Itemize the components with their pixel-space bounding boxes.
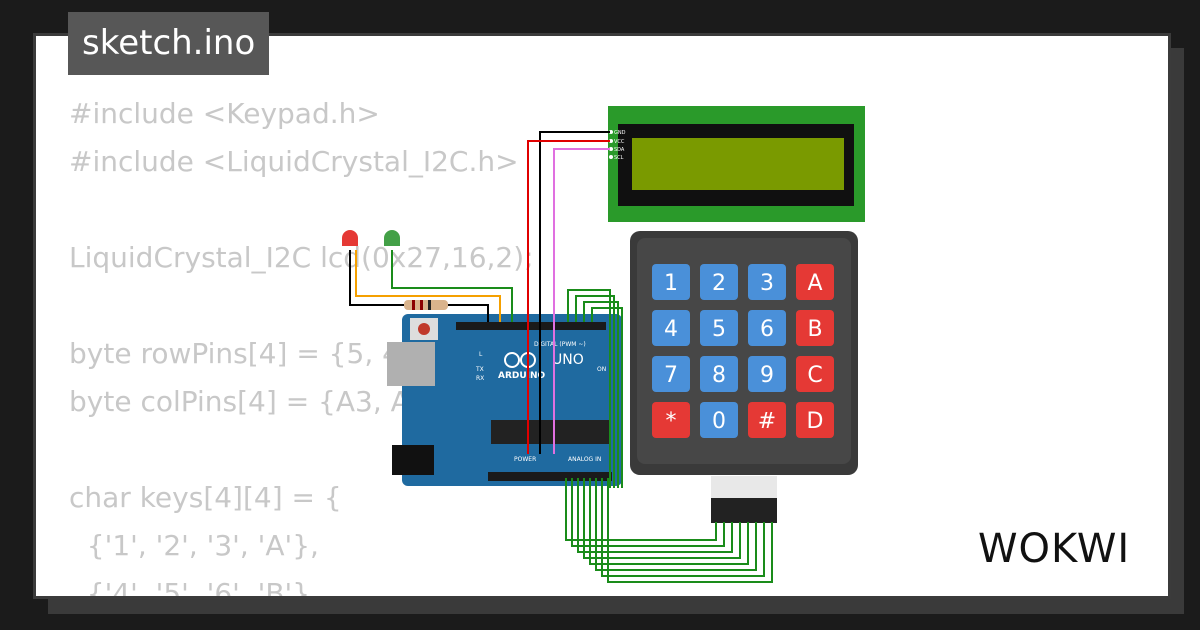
keypad-key[interactable] <box>748 310 786 346</box>
keypad-wire <box>589 478 749 565</box>
keypad-key-label: 1 <box>664 271 678 296</box>
keypad-key-label: B <box>807 317 822 342</box>
power-header-label: POWER <box>514 456 536 463</box>
keypad-key[interactable] <box>700 356 738 392</box>
wires <box>349 131 773 583</box>
keypad-key-label: 6 <box>760 317 774 342</box>
red-led[interactable] <box>342 230 358 246</box>
lcd-pin-gnd: GND <box>614 130 626 136</box>
code-line: {'4', '5', '6', 'B'}, <box>69 577 319 599</box>
keypad-key[interactable] <box>748 402 786 438</box>
keypad-row-wire <box>567 289 611 488</box>
keypad-key-label: # <box>758 409 776 434</box>
keypad-key[interactable] <box>748 264 786 300</box>
keypad-key[interactable] <box>652 356 690 392</box>
analog-header-label: ANALOG IN <box>568 456 601 463</box>
keypad-row-wire <box>591 307 623 488</box>
keypad-key-label: A <box>807 271 822 296</box>
keypad-key[interactable] <box>652 310 690 346</box>
keypad-wire <box>577 478 733 553</box>
keypad-key-label: C <box>807 363 822 388</box>
keypad-key[interactable] <box>700 310 738 346</box>
keypad-key[interactable] <box>796 356 834 392</box>
keypad-key-label: 9 <box>760 363 774 388</box>
tx-led-label: TX <box>475 366 484 373</box>
code-line: #include <LiquidCrystal_I2C.h> <box>69 145 519 178</box>
keypad-wire <box>607 478 773 583</box>
keypad-key-label: 3 <box>760 271 774 296</box>
code-line: #include <Keypad.h> <box>69 97 380 130</box>
keypad-wire <box>571 478 725 547</box>
keypad-key-label: D <box>807 409 824 434</box>
keypad-key[interactable] <box>700 402 738 438</box>
keypad-key[interactable] <box>748 356 786 392</box>
keypad-key[interactable] <box>796 264 834 300</box>
on-led-label: ON <box>597 366 606 373</box>
green-led[interactable] <box>384 230 400 246</box>
keypad-key-label: 8 <box>712 363 726 388</box>
keypad-key[interactable] <box>700 264 738 300</box>
code-line: char keys[4][4] = { <box>69 481 342 514</box>
keypad-key[interactable] <box>796 402 834 438</box>
keypad-key-label: 0 <box>712 409 726 434</box>
keypad-key[interactable] <box>652 402 690 438</box>
keypad-key-label: 2 <box>712 271 726 296</box>
keypad-key-label: 5 <box>712 317 726 342</box>
lcd-pin-sda: SDA <box>614 147 625 153</box>
code-line: {'1', '2', '3', 'A'}, <box>69 529 319 562</box>
keypad-wire <box>565 478 717 541</box>
lcd-display[interactable]: GND VCC SDA SCL <box>608 106 865 222</box>
keypad-row-wire <box>575 295 615 488</box>
wokwi-logo: WOKWI <box>978 526 1131 572</box>
l-led-label: L <box>479 351 483 358</box>
digital-header-label: DIGITAL (PWM ~) <box>534 341 586 348</box>
rx-led-label: RX <box>476 375 484 382</box>
keypad-key-label: 4 <box>664 317 678 342</box>
resistor[interactable] <box>404 300 448 310</box>
lcd-pin-vcc: VCC <box>614 139 625 145</box>
keypad-key-label: 7 <box>664 363 678 388</box>
keypad[interactable]: 1 2 3 A 4 5 6 B 7 8 9 C * 0 # D <box>630 231 858 523</box>
keypad-wire <box>601 478 765 577</box>
keypad-wire <box>583 478 741 559</box>
keypad-wire <box>595 478 757 571</box>
file-tab[interactable]: sketch.ino <box>68 12 270 75</box>
keypad-key-label: * <box>666 409 677 434</box>
lcd-pin-scl: SCL <box>614 155 624 161</box>
keypad-row-wire <box>583 301 619 488</box>
board-model: UNO <box>552 352 584 368</box>
board-brand: ARDUINO <box>498 371 546 381</box>
keypad-key[interactable] <box>796 310 834 346</box>
keypad-key[interactable] <box>652 264 690 300</box>
arduino-uno-board[interactable]: ARDUINO UNO DIGITAL (PWM ~) POWER ANALOG… <box>387 314 622 486</box>
